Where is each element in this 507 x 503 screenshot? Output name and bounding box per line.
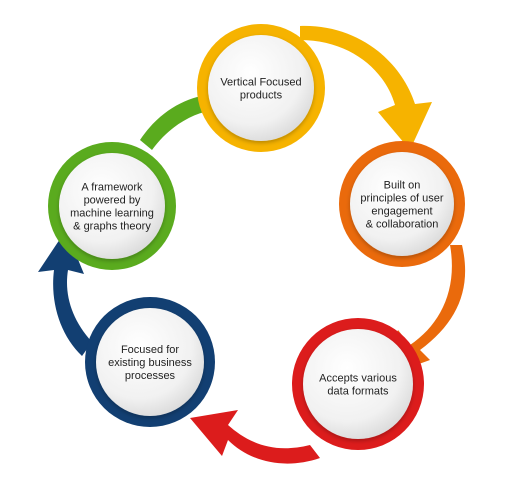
node-label-line: Focused for xyxy=(121,344,179,356)
node-label-line: principles of user xyxy=(360,193,443,205)
node-label-line: processes xyxy=(125,370,176,382)
arrow-vertical xyxy=(300,25,432,150)
node-label-line: A framework xyxy=(81,182,143,194)
arrow-accepts xyxy=(190,410,320,464)
node-label-line: & graphs theory xyxy=(73,221,151,233)
node-label-line: & collaboration xyxy=(366,219,439,231)
node-label-line: Vertical Focused xyxy=(220,77,301,89)
node-label-line: existing business xyxy=(108,357,192,369)
node-label-line: data formats xyxy=(327,386,389,398)
arrow-focused xyxy=(38,230,92,356)
node-label-line: engagement xyxy=(371,206,432,218)
node-label-line: Built on xyxy=(384,180,421,192)
node-disc-accepts xyxy=(303,329,413,439)
node-disc-built xyxy=(350,152,454,256)
node-label-line: powered by xyxy=(84,195,141,207)
node-label-line: Accepts various xyxy=(319,373,397,385)
node-disc-vertical xyxy=(208,35,314,141)
node-label-line: products xyxy=(240,90,283,102)
node-disc-focused xyxy=(96,308,204,416)
node-disc-framework xyxy=(59,153,165,259)
node-label-line: machine learning xyxy=(70,208,154,220)
